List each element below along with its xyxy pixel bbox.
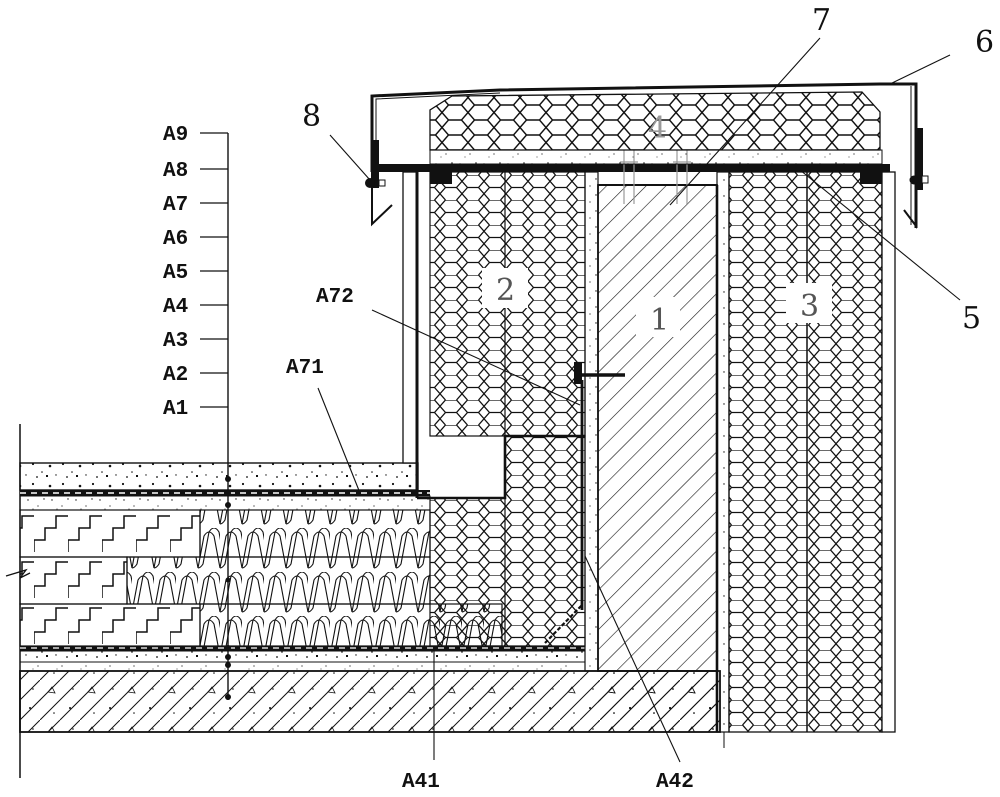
wool-insulation-row-1 (199, 509, 431, 558)
leader-a72 (371, 309, 581, 406)
leader-7 (669, 37, 821, 206)
metal-coping-cover (370, 82, 918, 228)
outer-cladding-panel (881, 171, 896, 733)
pad-block-right (860, 165, 882, 184)
structural-wall-1 (597, 184, 718, 672)
screed-layer (19, 650, 586, 663)
scale-label-a7: A7 (163, 194, 188, 217)
leader-a71 (317, 387, 361, 494)
masonry-row-3 (19, 603, 201, 647)
protective-screed-layer (19, 462, 419, 491)
floor-layers (5, 424, 721, 778)
scale-label-a9: A9 (163, 124, 188, 147)
scale-label-a1: A1 (163, 398, 188, 421)
label-a72: A72 (316, 286, 354, 309)
label-3: 3 (800, 289, 819, 324)
leveling-layer (19, 495, 431, 511)
cap-screed-layer (429, 149, 883, 165)
scale-label-a3: A3 (163, 330, 188, 353)
label-8: 8 (302, 99, 321, 134)
wall-assembly (365, 82, 929, 748)
bonding-mortar-strip (584, 171, 599, 672)
leader-a42 (584, 555, 681, 763)
label-5: 5 (962, 301, 981, 336)
masonry-row-1 (19, 509, 201, 558)
leader-lines (317, 37, 961, 763)
wool-insulation-row-2 (126, 556, 431, 605)
inner-facing-panel (402, 171, 418, 464)
label-7: 7 (812, 3, 831, 38)
support-plate (372, 164, 890, 172)
anchor-bracket (574, 362, 582, 384)
label-a71: A71 (286, 357, 324, 380)
scale-label-a6: A6 (163, 228, 188, 251)
number-labels: 1 2 3 4 5 6 7 8 (302, 3, 994, 338)
vapor-barrier-layer (20, 646, 585, 651)
pad-block-left (430, 165, 452, 184)
primer-layer (19, 661, 586, 672)
label-6: 6 (975, 25, 994, 60)
insulation-block-2-lower (429, 435, 586, 647)
scale-label-a5: A5 (163, 262, 188, 285)
fastener-left (371, 140, 379, 188)
outer-mortar-strip (716, 171, 730, 733)
label-2: 2 (496, 273, 515, 308)
callout-labels: A71 A72 A41 A42 (286, 286, 694, 794)
scale-label-a2: A2 (163, 364, 188, 387)
leader-8 (329, 134, 371, 181)
masonry-row-2 (19, 556, 128, 605)
cap-insulation-4 (429, 91, 881, 151)
label-4: 4 (648, 111, 667, 146)
insulation-block-3 (728, 171, 883, 733)
scale-label-a8: A8 (163, 160, 188, 183)
label-a42: A42 (656, 771, 694, 794)
drip-edge-left (371, 172, 393, 227)
fastener-right (916, 128, 923, 190)
leader-5 (799, 169, 961, 301)
label-a41: A41 (402, 771, 440, 794)
leader-6 (889, 54, 951, 85)
label-1: 1 (650, 303, 669, 338)
scale-label-a4: A4 (163, 296, 188, 319)
